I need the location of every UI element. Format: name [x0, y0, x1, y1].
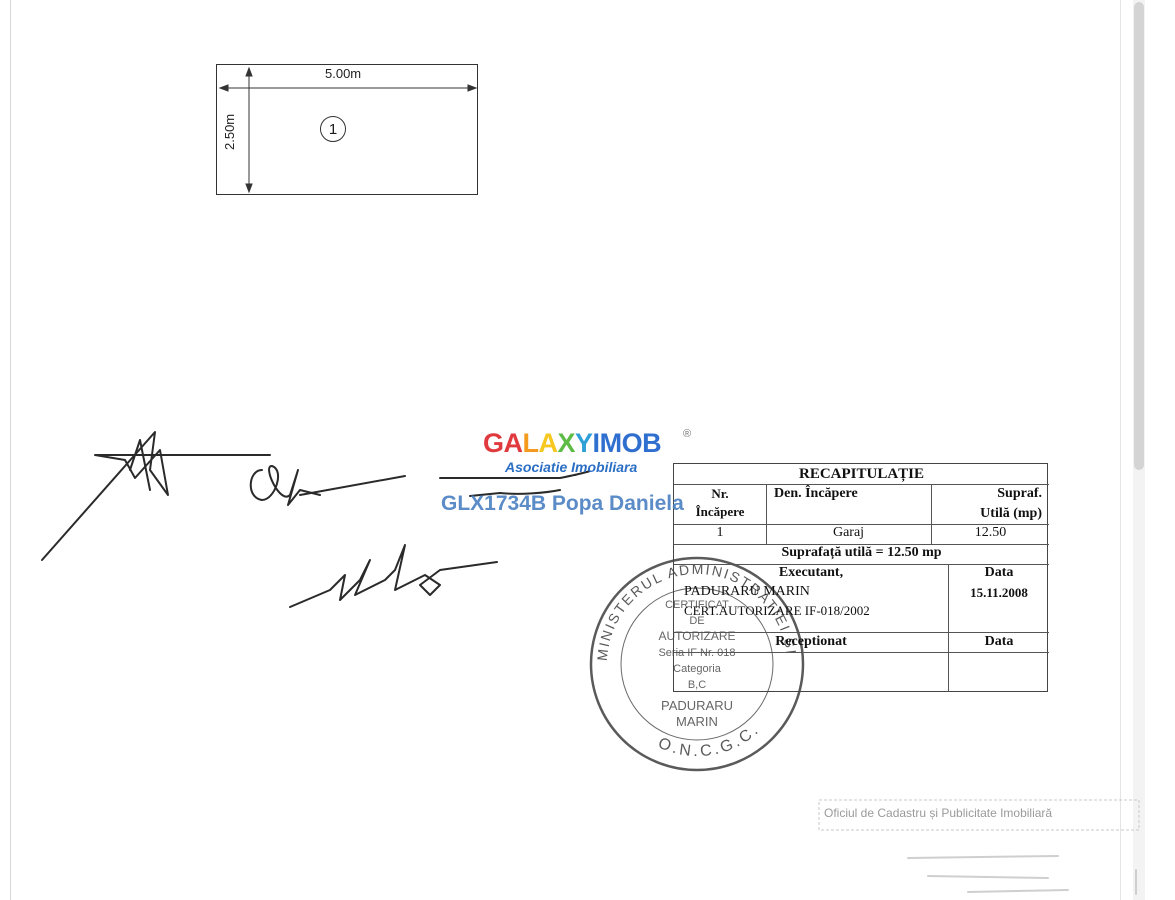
table-rule [766, 484, 767, 544]
recap-table: RECAPITULAȚIE Nr. Încăpere Den. Încăpere… [673, 463, 1049, 692]
col-header-name: Den. Încăpere [774, 486, 858, 501]
table-rule [674, 652, 1049, 653]
logo-letter: O [621, 428, 643, 458]
stamp-inner-line: Seria IF Nr. 018 [658, 647, 735, 659]
table-rule [948, 564, 949, 692]
logo-letter: Y [575, 428, 593, 458]
logo-tagline: Asociatie Imobiliara [505, 459, 638, 475]
registered-mark: ® [683, 428, 692, 440]
executant-cert: CERT.AUTORIZARE IF-018/2002 [684, 603, 870, 618]
stamp-inner-line: DE [689, 615, 704, 627]
logo-letter: X [557, 428, 576, 458]
receptionat-date-label: Data [984, 634, 1014, 649]
table-rule [674, 484, 1049, 485]
logo-letter: A [503, 428, 524, 458]
executant-date: 15.11.2008 [970, 585, 1028, 600]
plan-width-label: 5.00m [325, 66, 362, 81]
executant-name: PADURARU MARIN [684, 584, 810, 599]
logo-letter: A [538, 428, 559, 458]
logo-wordmark: GALAXYIMOB [483, 428, 662, 459]
total-area: Suprafață utilă = 12.50 mp [781, 545, 942, 560]
recap-title: RECAPITULAȚIE [798, 466, 925, 482]
executant-date-label: Data [984, 565, 1014, 580]
col-header-area: Supraf. [997, 486, 1042, 501]
row-area: 12.50 [974, 525, 1007, 540]
table-rule [674, 524, 1049, 525]
executant-label: Executant, [778, 565, 844, 580]
galaxyimob-logo: GALAXYIMOB [483, 428, 662, 459]
logo-letter: G [483, 428, 504, 458]
floor-plan-room [216, 64, 478, 195]
table-rule [674, 632, 1049, 633]
stamp-inner-line: MARIN [676, 714, 718, 729]
page-edge [1120, 0, 1121, 900]
logo-letter: B [642, 428, 662, 458]
col-header-nr: Nr. [711, 486, 729, 501]
row-name: Garaj [832, 525, 865, 540]
listing-code: GLX1734B Popa Daniela [441, 492, 684, 515]
page-edge [10, 0, 11, 900]
stamp-inner-line: CERTIFICAT [665, 599, 729, 611]
table-rule [674, 544, 1049, 545]
cadastre-office-title: Oficiul de Cadastru și Publicitate Imobi… [824, 806, 1053, 820]
stamp-inner-line: B,C [688, 679, 706, 691]
logo-letter: I [592, 428, 601, 458]
table-rule [931, 484, 932, 544]
row-nr: 1 [716, 525, 724, 540]
col-header-area-sub: Utilă (mp) [980, 506, 1042, 521]
cadastre-office-stamp [818, 799, 1140, 895]
scrollbar-thumb[interactable] [1134, 2, 1144, 470]
receptionat-label: Receptionat [775, 634, 847, 649]
table-rule [674, 564, 1049, 565]
col-header-nr-sub: Încăpere [695, 504, 745, 519]
logo-letter: L [522, 428, 540, 458]
official-round-stamp: MINISTERUL ADMINISTRATIEI SI INTERNELOR … [585, 552, 805, 772]
stamp-inner-line: PADURARU [661, 698, 733, 713]
stamp-inner-line: Categoria [673, 663, 722, 675]
room-number-marker: 1 [320, 116, 346, 142]
logo-letter: M [599, 428, 623, 458]
